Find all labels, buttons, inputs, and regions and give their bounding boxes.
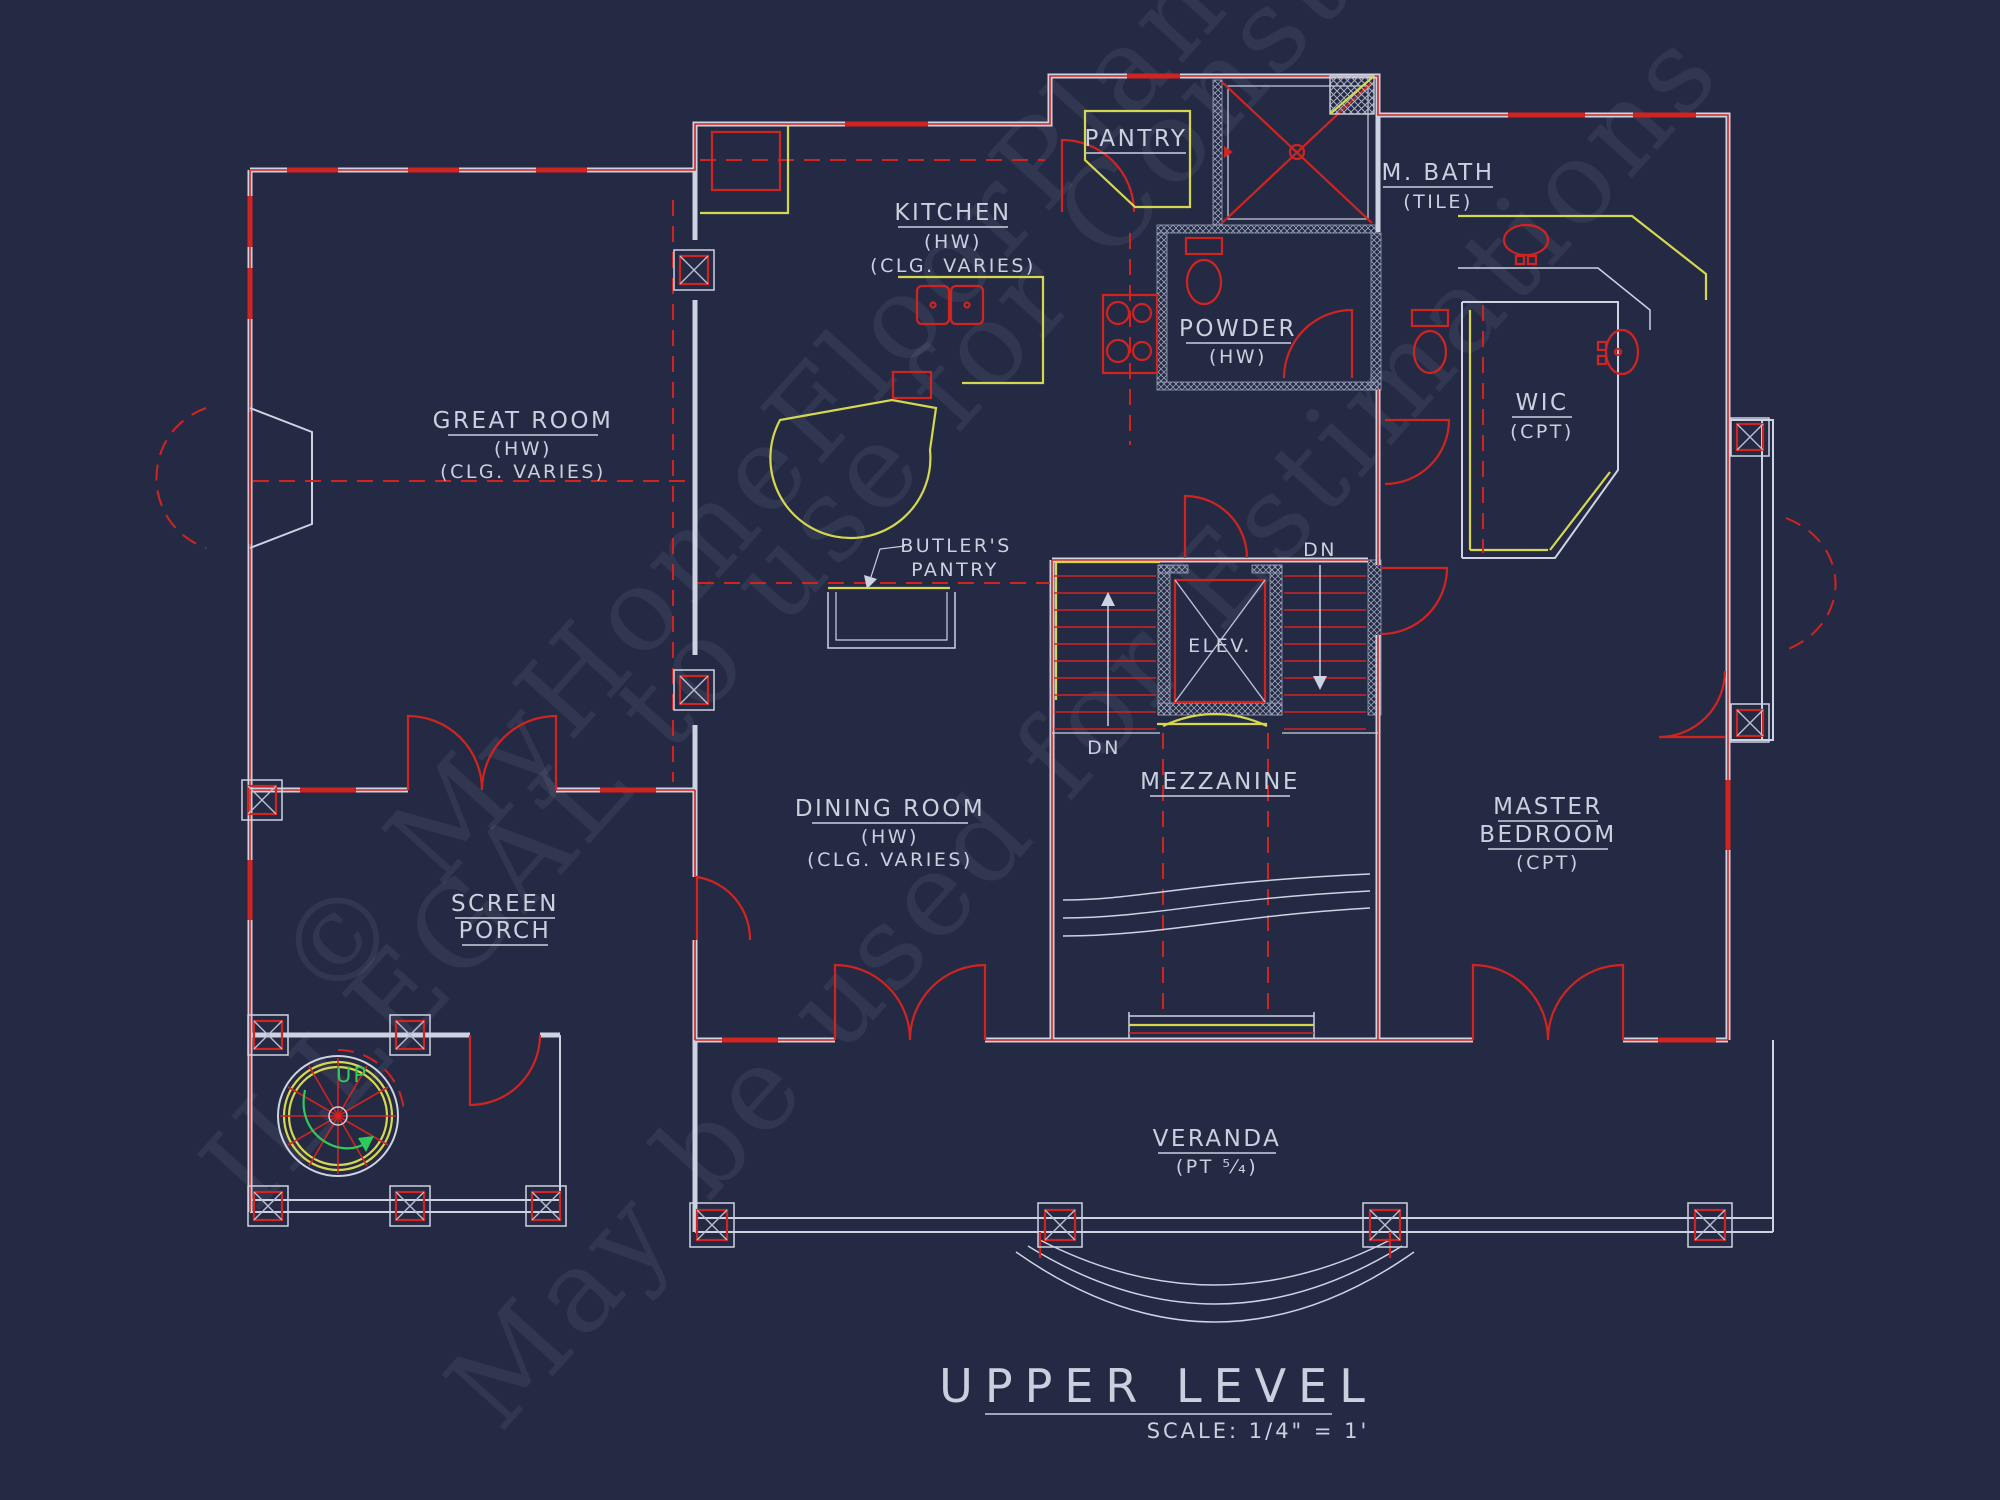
- deck-post: [525, 1185, 567, 1227]
- stair-down-right-label: DN: [1303, 539, 1337, 561]
- kitchen-fixtures: [700, 126, 1159, 649]
- spiral-up-arrow: [302, 1089, 367, 1150]
- posts: [241, 249, 1770, 1248]
- deck-post: [389, 1185, 431, 1227]
- second-sink: [1604, 328, 1640, 376]
- dining-room-label: DINING ROOM: [795, 796, 985, 822]
- veranda-steps: [1015, 1232, 1415, 1323]
- veranda-post: [1362, 1202, 1408, 1248]
- pantry-room: [1083, 109, 1192, 209]
- drawing-title: UPPER LEVEL: [939, 1359, 1377, 1413]
- kitchen-label: KITCHEN: [894, 200, 1011, 226]
- stairs-and-elevator: [1052, 560, 1378, 734]
- leader-line: [869, 545, 906, 581]
- powder-fixtures: [1184, 236, 1224, 306]
- drawing-scale: SCALE: 1/4" = 1': [1147, 1419, 1370, 1443]
- porch-post: [389, 1014, 431, 1056]
- annotation-labels: DN DN UP: [336, 539, 1337, 1087]
- mezzanine-label: MEZZANINE: [1140, 769, 1300, 795]
- cooktop: [1101, 293, 1159, 375]
- side-veranda-post: [1730, 417, 1770, 457]
- kitchen-ceiling: (CLG. VARIES): [870, 255, 1036, 277]
- room-labels: PANTRY KITCHEN (HW) (CLG. VARIES) M. BAT…: [433, 126, 1617, 1178]
- side-veranda-post: [1730, 703, 1770, 743]
- powder-finish: (HW): [1209, 346, 1267, 368]
- shower-shaft: [1221, 75, 1375, 224]
- right-stair-treads: [1284, 575, 1366, 730]
- title-block: UPPER LEVEL SCALE: 1/4" = 1': [939, 1359, 1377, 1443]
- elevator-label: ELEV.: [1188, 635, 1252, 657]
- butlers-pantry-label-2: PANTRY: [911, 559, 999, 581]
- screen-porch-label-1: SCREEN: [451, 891, 559, 917]
- elevator: [1162, 578, 1268, 727]
- screen-porch-label-2: PORCH: [459, 918, 552, 944]
- left-stair-treads: [1054, 575, 1156, 730]
- column-post: [673, 249, 715, 291]
- spiral-up-label: UP: [336, 1063, 368, 1087]
- stair-down-left-label: DN: [1087, 737, 1121, 759]
- master-bath-fixtures: [1410, 214, 1708, 376]
- kitchen-island: [769, 398, 938, 540]
- island-appliance: [891, 370, 933, 400]
- vanity-counter: [1458, 214, 1708, 300]
- pantry-label: PANTRY: [1085, 126, 1188, 152]
- butlers-pantry-label-1: BUTLER'S: [900, 535, 1012, 557]
- wic-label: WIC: [1515, 390, 1568, 416]
- column-post: [673, 669, 715, 711]
- mezzanine-details: [1062, 722, 1371, 1038]
- powder-toilet: [1185, 258, 1223, 306]
- master-bedroom-label-1: MASTER: [1493, 794, 1603, 820]
- great-room-finish: (HW): [494, 438, 552, 460]
- dashed-lines: [155, 159, 1837, 1117]
- porch-post: [247, 1014, 289, 1056]
- column-post: [241, 779, 283, 821]
- master-bath-label: M. BATH: [1381, 160, 1494, 186]
- powder-label: POWDER: [1179, 316, 1297, 342]
- deck-post: [247, 1185, 289, 1227]
- doors: [406, 138, 1727, 1107]
- windows: [247, 73, 1731, 1043]
- vanity-sink: [1502, 223, 1550, 257]
- mezzanine-rail: [1128, 1012, 1315, 1038]
- refrigerator: [710, 130, 782, 192]
- butlers-pantry-counter: [827, 586, 956, 649]
- kitchen-sink: [915, 284, 985, 326]
- spiral-stair: [277, 1055, 399, 1177]
- wic-finish: (CPT): [1510, 421, 1574, 443]
- veranda-post: [1687, 1202, 1733, 1248]
- veranda-post: [689, 1202, 735, 1248]
- master-bath-finish: (TILE): [1403, 191, 1473, 213]
- veranda-label: VERANDA: [1153, 1126, 1282, 1152]
- great-room-label: GREAT ROOM: [433, 408, 614, 434]
- kitchen-finish: (HW): [924, 231, 982, 253]
- veranda-finish: (PT ⁵⁄₄): [1176, 1156, 1258, 1178]
- master-bedroom-finish: (CPT): [1516, 852, 1580, 874]
- dining-room-ceiling: (CLG. VARIES): [807, 849, 973, 871]
- water-closet-toilet: [1410, 308, 1450, 375]
- great-room-ceiling: (CLG. VARIES): [440, 461, 606, 483]
- master-bedroom-label-2: BEDROOM: [1479, 822, 1617, 848]
- dining-room-finish: (HW): [861, 826, 919, 848]
- veranda-post: [1037, 1202, 1083, 1248]
